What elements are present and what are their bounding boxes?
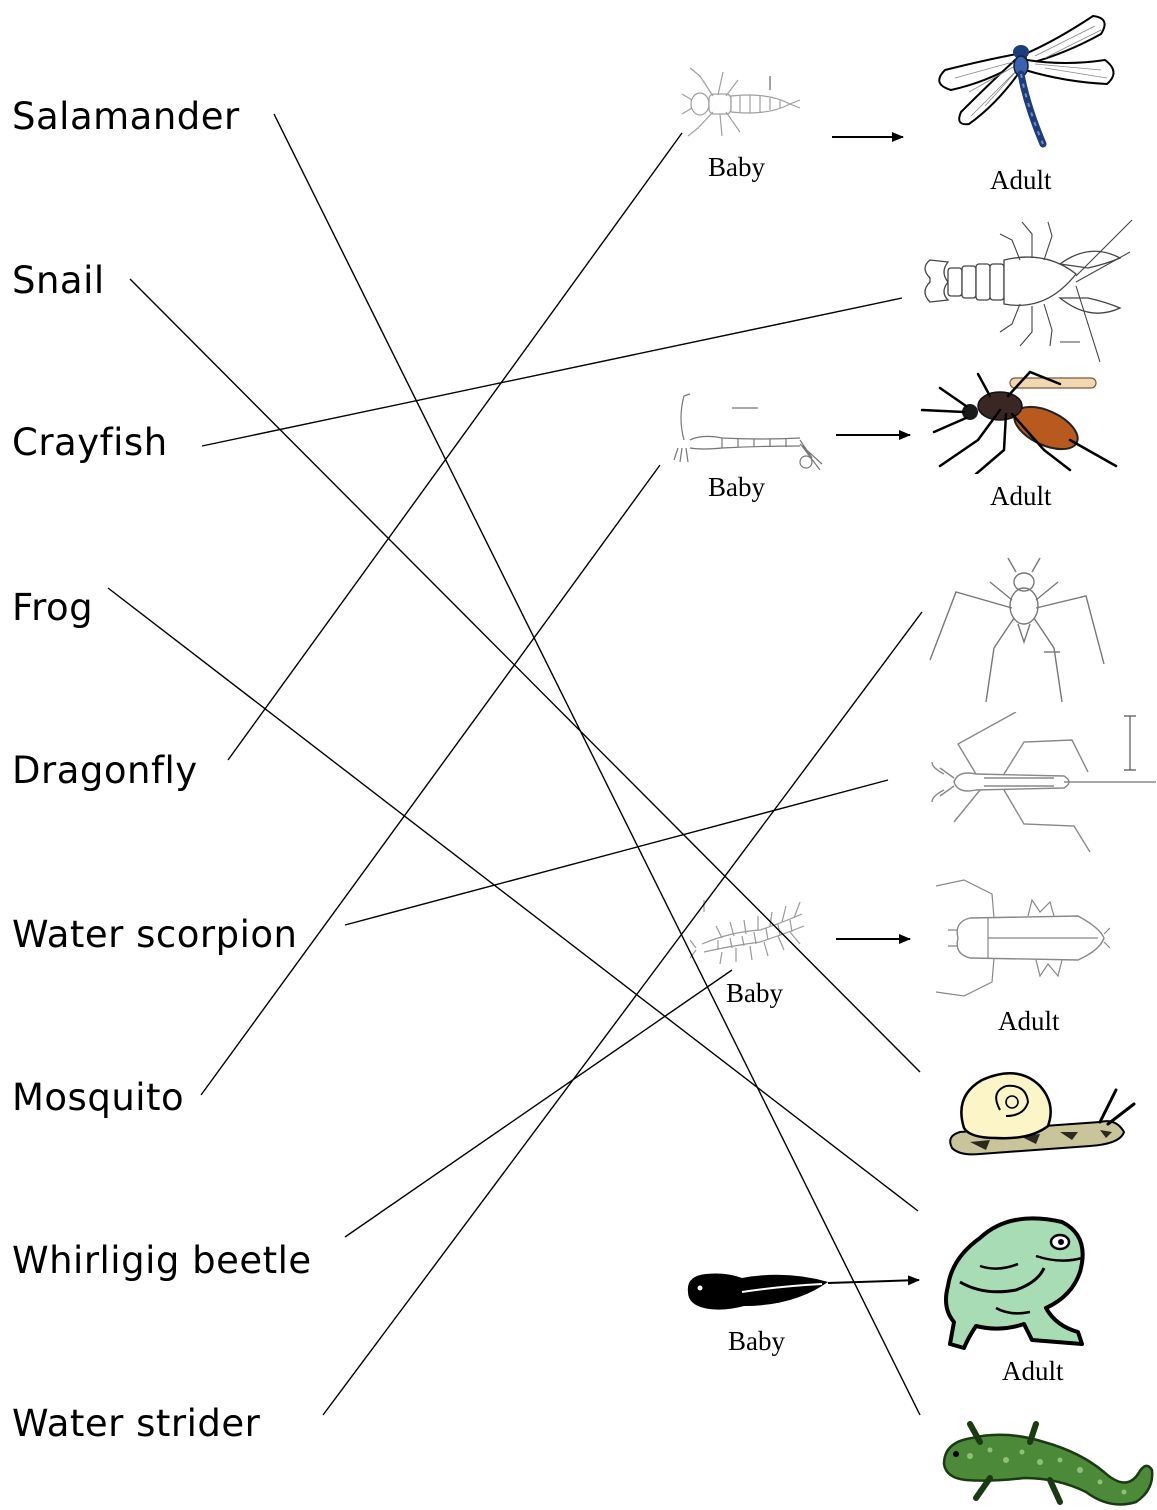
match-line-frog [108,588,918,1211]
match-line-snail [130,279,920,1072]
match-line-crayfish [202,298,902,446]
match-line-whirligig-beetle [345,970,732,1237]
match-line-water-scorpion [345,780,888,925]
match-line-mosquito [201,465,660,1095]
match-line-water-strider [323,612,922,1415]
